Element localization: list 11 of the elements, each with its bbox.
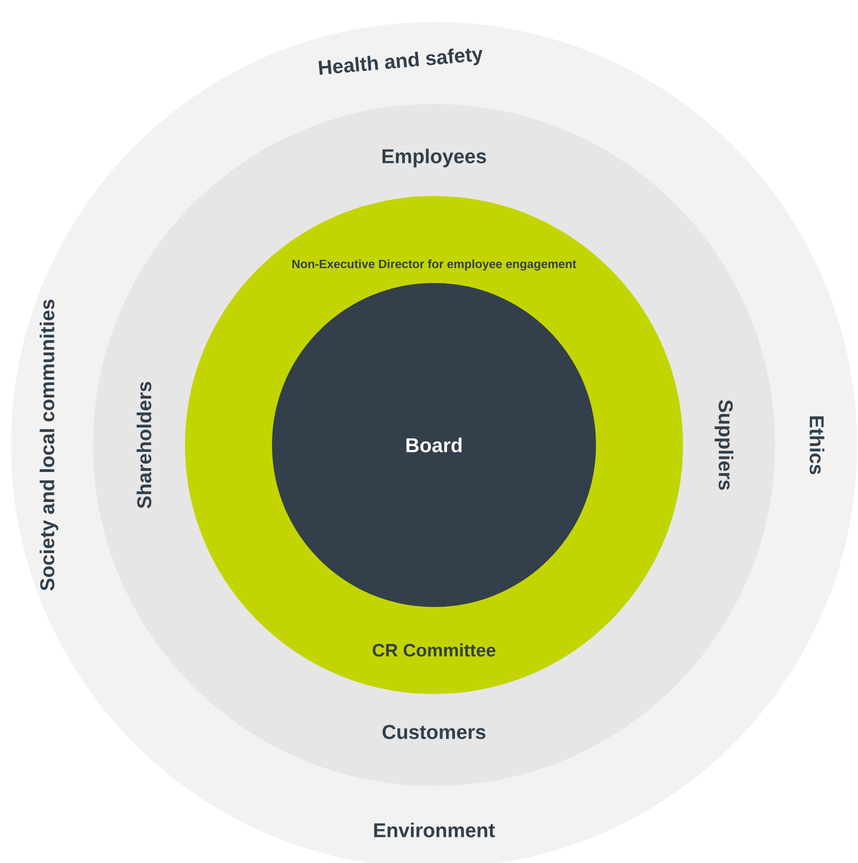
ring-label: Employees: [382, 148, 486, 168]
ring-label: Board: [406, 438, 462, 452]
ring-label: Ethics: [810, 416, 824, 474]
ring-label: Environment: [374, 822, 495, 838]
ring-label: Shareholders: [136, 382, 152, 508]
ring-label: CR Committee: [372, 643, 496, 657]
ring-label: Customers: [382, 724, 486, 740]
ring-label: Health and safety: [318, 48, 482, 75]
ring-label: Non-Executive Director for employee engagement: [292, 259, 576, 271]
ring-label: Suppliers: [714, 400, 734, 490]
ring-label: Society and local communities: [40, 300, 58, 591]
